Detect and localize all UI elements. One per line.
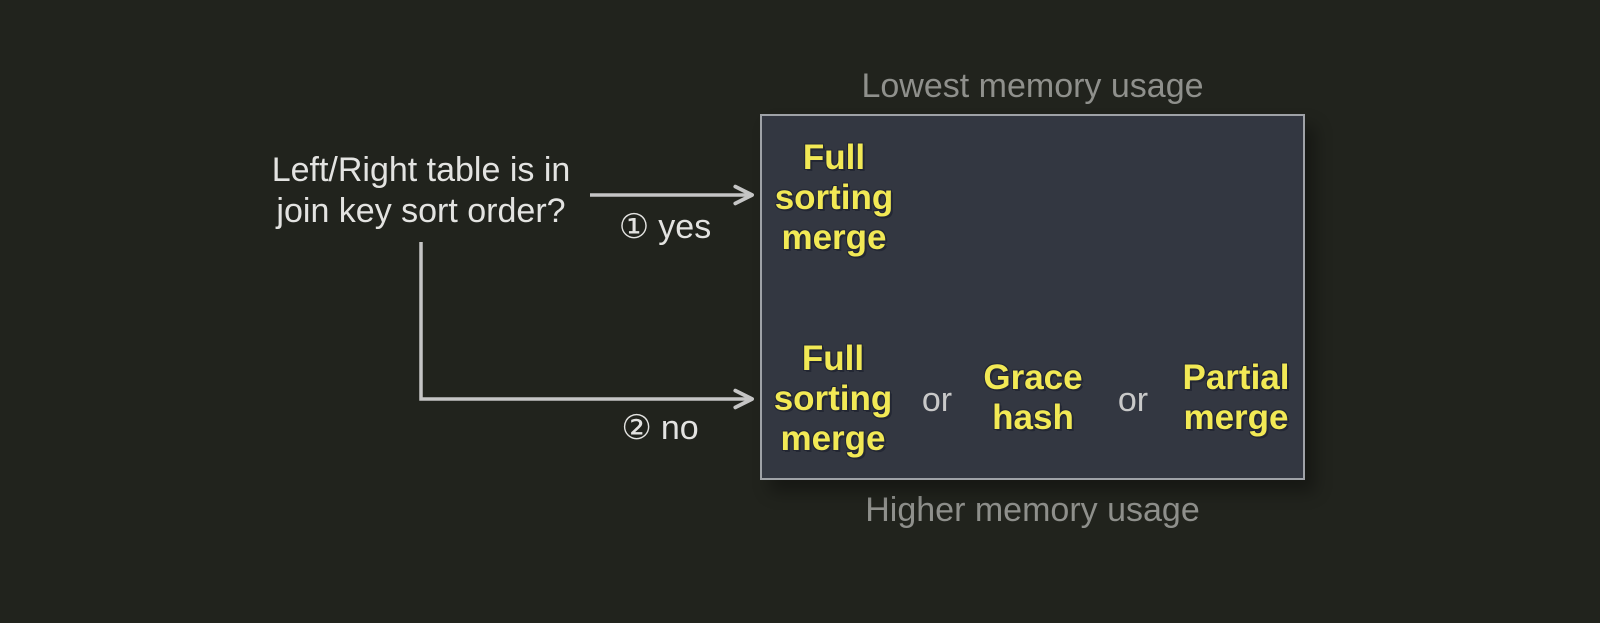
circled-2-icon: ② <box>621 409 652 447</box>
algorithm-full-sorting-merge-unsorted: Full sorting merge <box>773 339 893 458</box>
no-label-text: no <box>660 409 699 447</box>
algorithm-grace-hash: Grace hash <box>983 358 1083 437</box>
circled-1-icon: ① <box>618 208 650 246</box>
or-separator-1: or <box>921 381 953 419</box>
or-separator-2: or <box>1117 381 1149 419</box>
question-text: Left/Right table is in join key sort ord… <box>271 151 571 230</box>
algorithm-full-sorting-merge-sorted: Full sorting merge <box>774 138 894 257</box>
yes-label-text: yes <box>658 208 712 246</box>
algorithm-box: Full sorting merge Full sorting merge or… <box>760 114 1305 480</box>
no-arrow <box>419 242 754 410</box>
algorithm-partial-merge: Partial merge <box>1182 358 1290 437</box>
lowest-memory-label: Lowest memory usage <box>861 67 1204 105</box>
higher-memory-label: Higher memory usage <box>865 491 1200 529</box>
